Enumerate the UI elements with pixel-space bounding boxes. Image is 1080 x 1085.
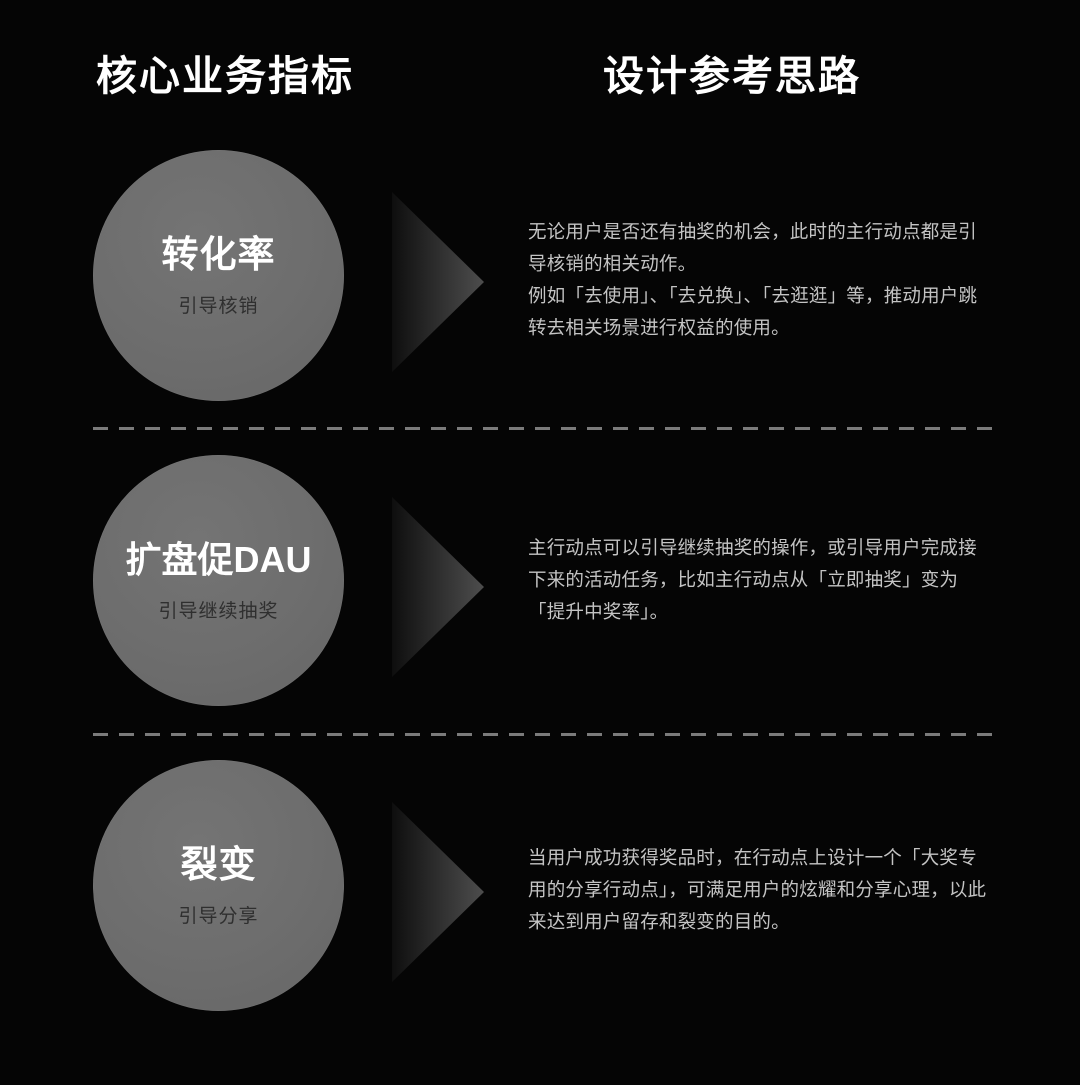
heading-core-business-metrics: 核心业务指标 [96,53,354,99]
metric-row-conversion: 转化率 引导核销 无论用户是否还有抽奖的机会，此时的主行动点都是引导核销的相关动… [0,142,1080,412]
description-text-fission: 当用户成功获得奖品时，在行动点上设计一个「大奖专用的分享行动点」，可满足用户的炫… [528,842,990,938]
metric-row-fission: 裂变 引导分享 当用户成功获得奖品时，在行动点上设计一个「大奖专用的分享行动点」… [0,752,1080,1022]
description-text-conversion: 无论用户是否还有抽奖的机会，此时的主行动点都是引导核销的相关动作。 例如「去使用… [528,216,990,344]
row-divider [93,733,996,736]
metric-circle-title: 扩盘促DAU [125,538,312,580]
heading-design-reference-ideas: 设计参考思路 [603,53,861,99]
description-line: 例如「去使用」、「去兑换」、「去逛逛」等，推动用户跳转去相关场景进行权益的使用。 [528,285,978,338]
description-line: 主行动点可以引导继续抽奖的操作，或引导用户完成接下来的活动任务，比如主行动点从「… [528,537,977,622]
description-line: 无论用户是否还有抽奖的机会，此时的主行动点都是引导核销的相关动作。 [528,221,977,274]
arrow-right-icon [392,802,484,982]
metric-circle-subtitle: 引导继续抽奖 [158,600,279,622]
metric-circle-conversion: 转化率 引导核销 [93,150,344,401]
column-headings: 核心业务指标 设计参考思路 [0,48,1080,118]
arrow-right-icon [392,192,484,372]
arrow-right-icon [392,497,484,677]
metric-circle-subtitle: 引导分享 [178,905,259,927]
metric-circle-title: 裂变 [180,843,257,885]
metric-circle-fission: 裂变 引导分享 [93,760,344,1011]
metric-circle-title: 转化率 [161,233,276,275]
description-text-dau: 主行动点可以引导继续抽奖的操作，或引导用户完成接下来的活动任务，比如主行动点从「… [528,532,990,628]
metric-circle-subtitle: 引导核销 [178,295,259,317]
metric-row-dau: 扩盘促DAU 引导继续抽奖 主行动点可以引导继续抽奖的操作，或引导用户完成接下来… [0,447,1080,717]
row-divider [93,427,996,430]
description-line: 当用户成功获得奖品时，在行动点上设计一个「大奖专用的分享行动点」，可满足用户的炫… [528,847,987,932]
metric-circle-dau: 扩盘促DAU 引导继续抽奖 [93,455,344,706]
